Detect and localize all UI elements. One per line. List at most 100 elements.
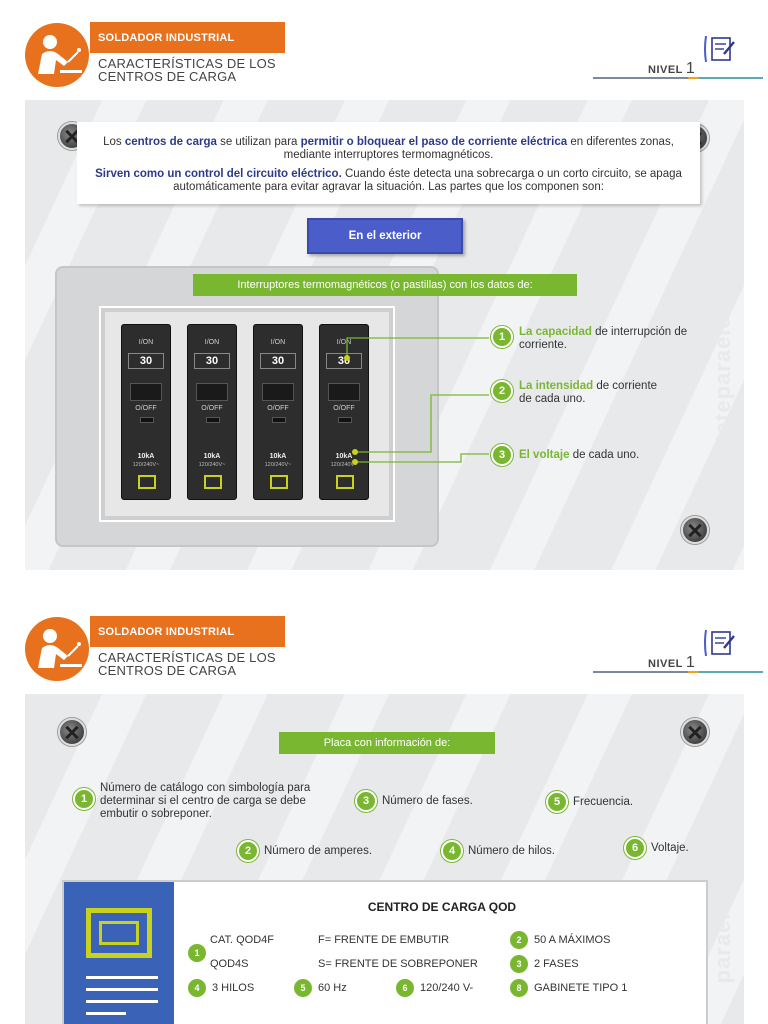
breaker-voltage: 120/240V~ bbox=[330, 462, 358, 468]
breaker-off-label: O/OFF bbox=[135, 405, 157, 412]
breaker-voltage: 120/240V~ bbox=[198, 462, 226, 468]
breaker-switch bbox=[328, 383, 360, 401]
breakers-label: Interruptores termomagnéticos (o pastill… bbox=[193, 274, 577, 296]
plate-line bbox=[86, 976, 158, 979]
breaker-off-label: O/OFF bbox=[267, 405, 289, 412]
number-badge: 1 bbox=[188, 944, 206, 962]
info-item-2: 2 Número de amperes. bbox=[237, 840, 372, 862]
breaker-amp: 30 bbox=[260, 353, 296, 369]
fases-text: 2 FASES bbox=[534, 958, 579, 970]
qod4s-text: QOD4S bbox=[210, 958, 249, 970]
breaker-2[interactable]: I/ON 30 O/OFF 10kA 120/240V~ bbox=[187, 324, 237, 500]
info-item-4: 4 Número de hilos. bbox=[441, 840, 555, 862]
number-badge: 6 bbox=[396, 979, 414, 997]
number-badge: 2 bbox=[237, 840, 259, 862]
page-title: CARACTERÍSTICAS DE LOS CENTROS DE CARGA bbox=[98, 651, 276, 677]
callout-text: El voltaje de cada uno. bbox=[519, 449, 639, 462]
volt-text: 120/240 V- bbox=[420, 982, 474, 994]
intro-text: Cuando éste detecta una sobrecarga o un … bbox=[173, 168, 682, 193]
row-num-1: 1 bbox=[188, 944, 212, 962]
item-text: Número de amperes. bbox=[264, 844, 373, 857]
breaker-panel: I/ON 30 O/OFF 10kA 120/240V~ I/ON 30 O/O… bbox=[99, 306, 395, 522]
title-line-1: CARACTERÍSTICAS DE LOS bbox=[98, 650, 276, 665]
header-2: SOLDADOR INDUSTRIAL CARACTERÍSTICAS DE L… bbox=[0, 594, 768, 694]
number-badge: 8 bbox=[510, 979, 528, 997]
breaker-slot bbox=[272, 417, 286, 423]
number-badge: 1 bbox=[491, 326, 513, 348]
callout-rest: de corriente de cada uno. bbox=[519, 380, 658, 405]
watermark: paraelempleo.org bbox=[710, 784, 735, 984]
callout-bold: La capacidad bbox=[519, 326, 592, 338]
breaker-ka: 10kA bbox=[203, 453, 221, 460]
welder-logo-icon bbox=[25, 23, 89, 87]
title-line-1: CARACTERÍSTICAS DE LOS bbox=[98, 56, 276, 71]
breaker-window bbox=[204, 475, 222, 489]
breaker-voltage: 120/240V~ bbox=[264, 462, 292, 468]
placa-label: Placa con información de: bbox=[279, 732, 495, 754]
info-item-1: 1 Número de catálogo con simbología para… bbox=[73, 782, 323, 821]
screw-icon bbox=[681, 718, 709, 746]
plate-frame-icon bbox=[86, 908, 152, 958]
intro-bold: Sirven como un control del circuito eléc… bbox=[95, 168, 342, 180]
nivel-text: NIVEL bbox=[648, 64, 683, 76]
breaker-window bbox=[138, 475, 156, 489]
notebook-icon bbox=[704, 629, 735, 657]
row-frente-emb: F= FRENTE DE EMBUTIR bbox=[318, 934, 449, 946]
card-title: CENTRO DE CARGA QOD bbox=[367, 900, 517, 914]
plate-line bbox=[86, 988, 158, 991]
row-qod4s: QOD4S bbox=[210, 958, 249, 970]
number-badge: 5 bbox=[546, 791, 568, 813]
callout-rest: de cada uno. bbox=[569, 448, 640, 461]
slide1-panel: Los centros de carga se utilizan para pe… bbox=[25, 100, 744, 570]
intro-paragraph-1: Los centros de carga se utilizan para pe… bbox=[89, 136, 688, 162]
item-text: Número de hilos. bbox=[468, 844, 555, 857]
breaker-off-label: O/OFF bbox=[333, 405, 355, 412]
number-badge: 2 bbox=[510, 931, 528, 949]
welder-logo-icon bbox=[25, 617, 89, 681]
row-cat: CAT. QOD4F bbox=[210, 934, 274, 946]
intro-paragraph-2: Sirven como un control del circuito eléc… bbox=[89, 168, 688, 194]
info-item-5: 5 Frecuencia. bbox=[546, 791, 633, 813]
cat-text: CAT. QOD4F bbox=[210, 934, 274, 946]
breaker-on-label: I/ON bbox=[336, 339, 352, 346]
breaker-4[interactable]: I/ON 30 O/OFF 10kA 120/240V~ bbox=[319, 324, 369, 500]
header-line bbox=[593, 671, 763, 673]
plate-line bbox=[86, 1000, 158, 1003]
callout-text: La capacidad de interrupción de corrient… bbox=[519, 326, 701, 352]
hz-text: 60 Hz bbox=[318, 982, 347, 994]
watermark: capacitateparaelempleo.org bbox=[710, 200, 735, 518]
data-plate-card: CENTRO DE CARGA QOD 1 CAT. QOD4F QOD4S F… bbox=[62, 880, 708, 1024]
callout-text: La intensidad de corriente de cada uno. bbox=[519, 380, 671, 406]
screw-icon bbox=[58, 718, 86, 746]
page-title: CARACTERÍSTICAS DE LOS CENTROS DE CARGA bbox=[98, 57, 276, 83]
breaker-amp: 30 bbox=[194, 353, 230, 369]
breaker-ka: 10kA bbox=[335, 453, 353, 460]
title-line-2: CENTROS DE CARGA bbox=[98, 69, 237, 84]
breaker-slot bbox=[140, 417, 154, 423]
number-badge: 3 bbox=[491, 444, 513, 466]
breaker-1[interactable]: I/ON 30 O/OFF 10kA 120/240V~ bbox=[121, 324, 171, 500]
callout-1: 1 La capacidad de interrupción de corrie… bbox=[491, 326, 701, 352]
info-item-3: 3 Número de fases. bbox=[355, 790, 473, 812]
breaker-on-label: I/ON bbox=[204, 339, 220, 346]
notebook-icon bbox=[704, 35, 735, 63]
breaker-window bbox=[336, 475, 354, 489]
intro-text: se utilizan para bbox=[216, 136, 301, 148]
row-volt: 6 120/240 V- bbox=[396, 979, 473, 997]
exterior-button[interactable]: En el exterior bbox=[307, 218, 463, 254]
breaker-amp: 30 bbox=[128, 353, 164, 369]
item-text: Voltaje. bbox=[651, 841, 689, 854]
breaker-switch bbox=[196, 383, 228, 401]
breaker-3[interactable]: I/ON 30 O/OFF 10kA 120/240V~ bbox=[253, 324, 303, 500]
screw-icon bbox=[681, 516, 709, 544]
breaker-switch bbox=[130, 383, 162, 401]
hilos-text: 3 HILOS bbox=[212, 982, 255, 994]
breaker-switch bbox=[262, 383, 294, 401]
